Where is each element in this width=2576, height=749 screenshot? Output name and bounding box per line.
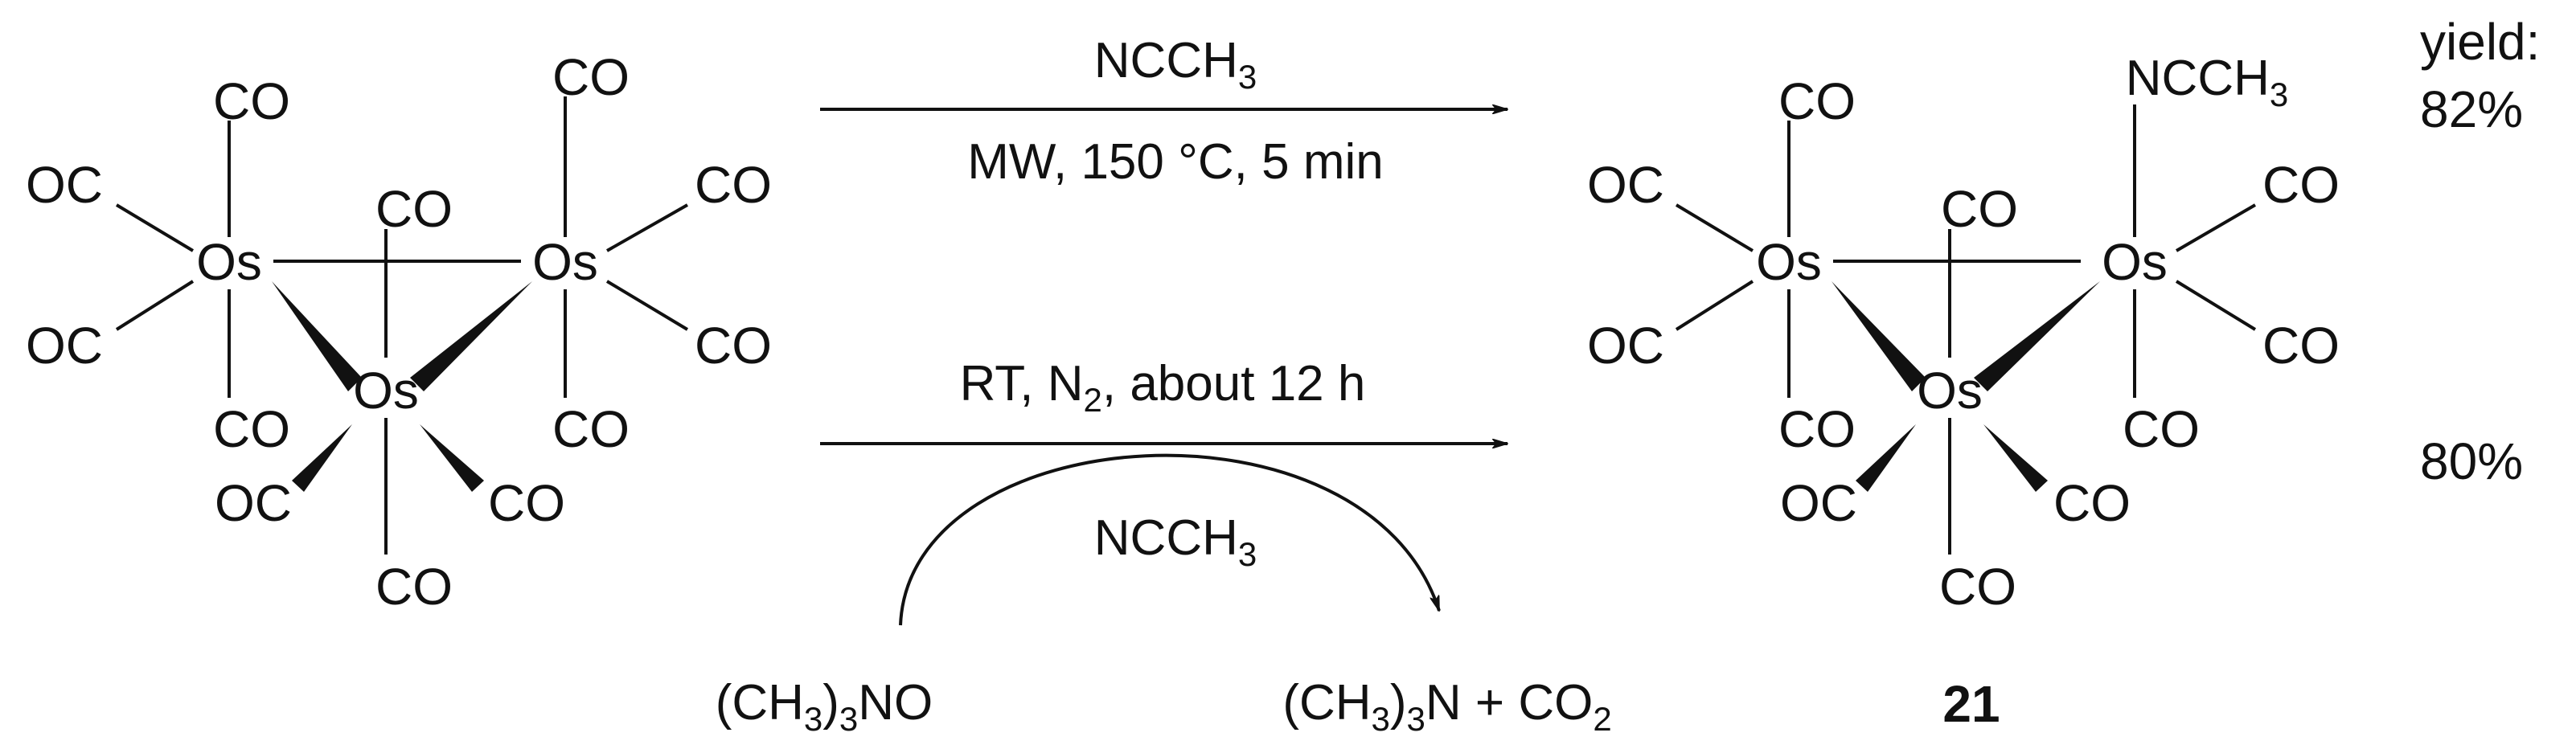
reactant-co-top-left: CO bbox=[213, 72, 290, 130]
product-bonds bbox=[1675, 104, 2257, 555]
reactant-co-upper-right: CO bbox=[695, 156, 772, 214]
yield-bottom: 80% bbox=[2420, 432, 2523, 490]
product-os-bottom: Os bbox=[1917, 362, 1983, 420]
reactant-co-bottom-right: CO bbox=[488, 474, 565, 532]
product-oc-bottom-left: OC bbox=[1780, 474, 1857, 532]
product-co-bottom-right: CO bbox=[2053, 474, 2131, 532]
product-co-bridge-top: CO bbox=[1941, 180, 2018, 238]
product-os-left: Os bbox=[1756, 233, 1822, 291]
reactant-co-right-axial: CO bbox=[552, 400, 630, 458]
top-conditions: MW, 150 °C, 5 min bbox=[967, 134, 1384, 190]
product-structure: Os Os Os CO NCCH3 CO OC OC CO CO CO CO O… bbox=[1587, 51, 2340, 733]
reactant-os-bottom: Os bbox=[353, 362, 419, 420]
reactant-co-left-axial: CO bbox=[213, 400, 290, 458]
product-co-right-axial: CO bbox=[2123, 400, 2200, 458]
byproducts: (CH3)3N + CO2 bbox=[1282, 675, 1611, 738]
reactant-structure: Os Os Os CO CO CO OC OC CO CO CO CO OC C… bbox=[26, 48, 772, 616]
reactant-co-bridge-top: CO bbox=[375, 180, 453, 238]
curved-arrow bbox=[899, 453, 1441, 626]
product-oc-lower-left: OC bbox=[1587, 317, 1664, 374]
reactant-os-left: Os bbox=[196, 233, 262, 291]
top-reagent: NCCH3 bbox=[1094, 33, 1257, 96]
product-co-upper-right: CO bbox=[2262, 156, 2340, 214]
yield-top: 82% bbox=[2420, 80, 2523, 138]
bottom-reagent: NCCH3 bbox=[1094, 510, 1257, 573]
reactant-co-top-right: CO bbox=[552, 48, 630, 106]
reaction-arrows bbox=[820, 109, 1507, 626]
product-os-right: Os bbox=[2102, 233, 2168, 291]
reactant-oc-lower-left: OC bbox=[26, 317, 103, 374]
reactant-co-bottom: CO bbox=[375, 558, 453, 616]
product-co-lower-right: CO bbox=[2262, 317, 2340, 374]
reactant-wedge-bonds bbox=[272, 281, 532, 492]
reactant-co-lower-right: CO bbox=[695, 317, 772, 374]
product-co-bottom: CO bbox=[1939, 558, 2016, 616]
product-oc-upper-left: OC bbox=[1587, 156, 1664, 214]
oxidant: (CH3)3NO bbox=[716, 675, 933, 738]
product-compound-label: 21 bbox=[1942, 675, 2000, 733]
reactant-bonds bbox=[115, 96, 689, 555]
bottom-conditions: RT, N2, about 12 h bbox=[960, 356, 1366, 419]
product-wedge-bonds bbox=[1832, 281, 2100, 492]
yields: yield: 82% 80% bbox=[2420, 13, 2540, 490]
reactant-oc-bottom-left: OC bbox=[215, 474, 292, 532]
yield-label: yield: bbox=[2420, 13, 2540, 71]
reactant-oc-upper-left: OC bbox=[26, 156, 103, 214]
product-co-top-left: CO bbox=[1778, 72, 1856, 130]
product-ncch3-ligand: NCCH3 bbox=[2126, 51, 2288, 113]
reactant-os-right: Os bbox=[532, 233, 598, 291]
product-co-left-axial: CO bbox=[1778, 400, 1856, 458]
